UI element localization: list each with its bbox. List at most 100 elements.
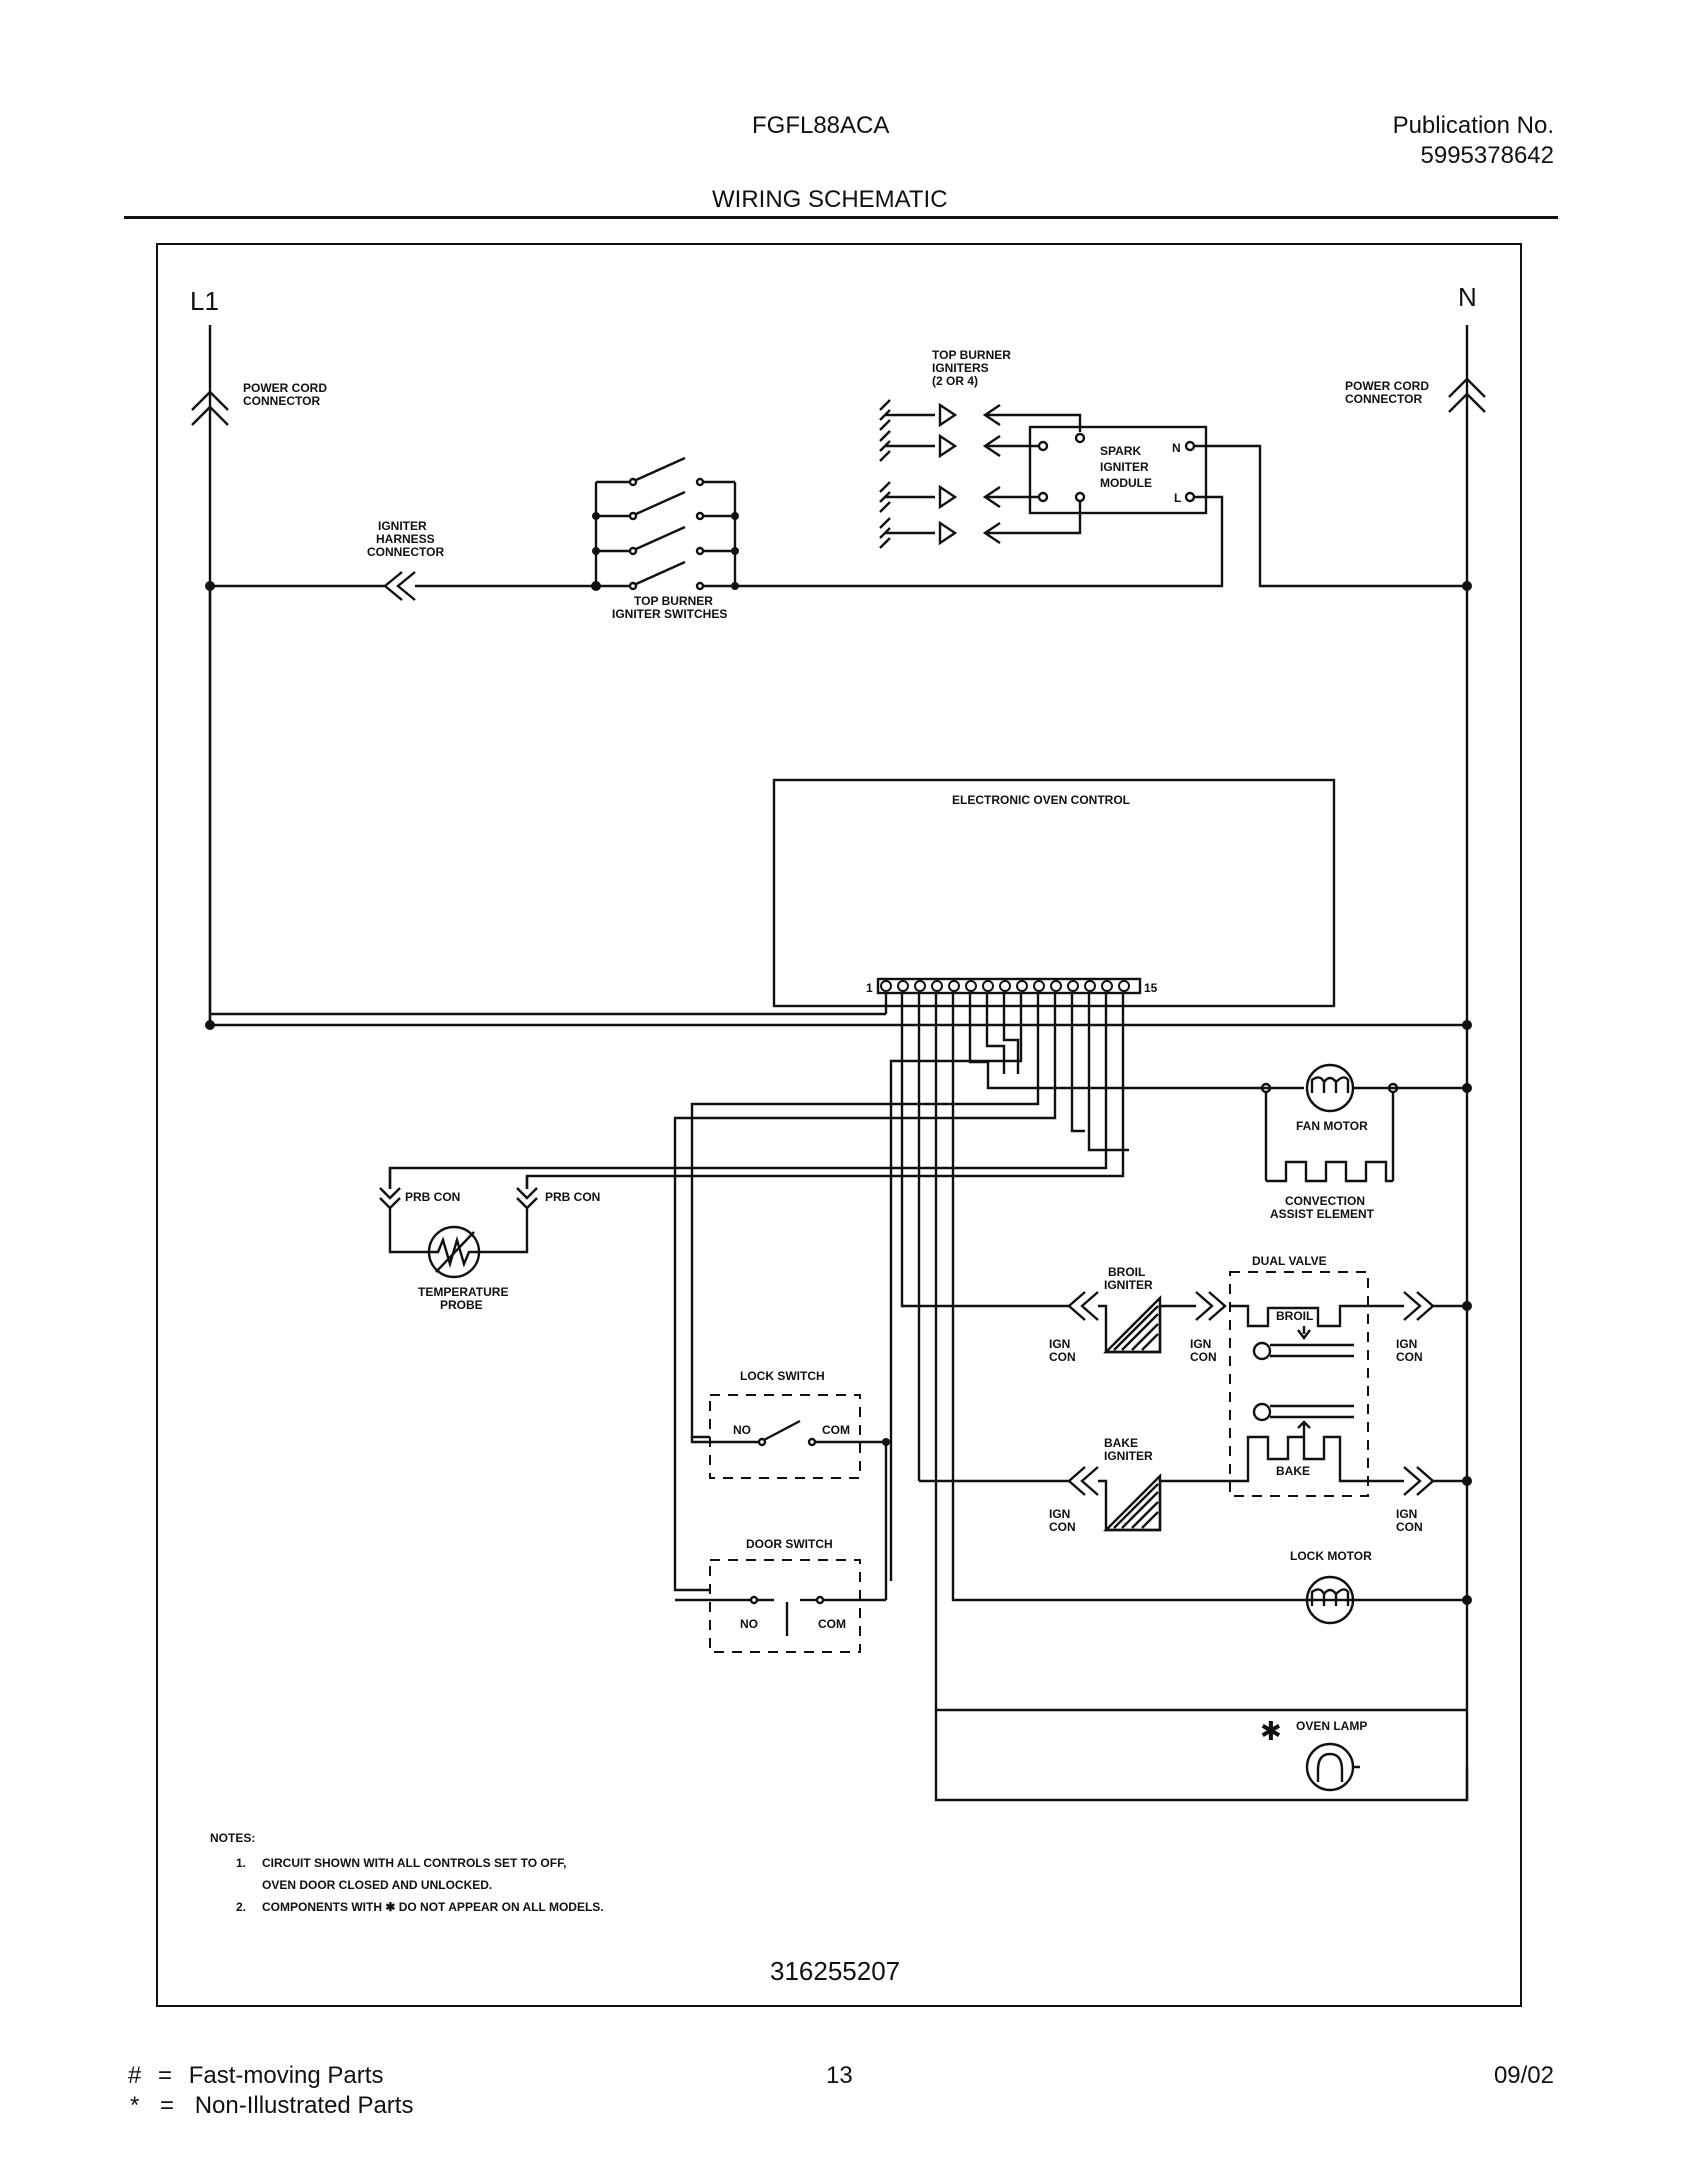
rail-label-l1: L1 <box>190 286 219 316</box>
header-rule <box>124 216 1558 219</box>
control-pin <box>965 980 977 992</box>
svg-text:1: 1 <box>866 981 873 995</box>
notes: NOTES: 1. CIRCUIT SHOWN WITH ALL CONTROL… <box>210 1831 604 1914</box>
control-pin <box>948 980 960 992</box>
svg-text:PRB CON: PRB CON <box>545 1190 600 1204</box>
svg-text:L: L <box>1174 491 1181 505</box>
control-pin <box>999 980 1011 992</box>
control-pin <box>982 980 994 992</box>
legend-text: Fast-moving Parts <box>188 2062 384 2089</box>
control-pin <box>897 980 909 992</box>
svg-text:BROIL: BROIL <box>1108 1265 1145 1279</box>
igniter-switch <box>596 525 735 556</box>
svg-text:POWER CORD: POWER CORD <box>243 381 327 395</box>
svg-text:PRB CON: PRB CON <box>405 1190 460 1204</box>
bake-igniter: BAKE IGNITER IGN CON <box>1049 1436 1230 1534</box>
dual-valve: DUAL VALVE BROIL BAKE <box>1229 1254 1369 1497</box>
svg-text:IGN: IGN <box>1396 1337 1417 1351</box>
n-rail <box>1448 325 1486 1800</box>
svg-text:ELECTRONIC OVEN CONTROL: ELECTRONIC OVEN CONTROL <box>952 793 1130 807</box>
control-harness <box>388 993 1467 1712</box>
legend-row: * = Non-Illustrated Parts <box>130 2092 414 2119</box>
publication-label: Publication No. <box>1392 112 1554 139</box>
svg-text:OVEN LAMP: OVEN LAMP <box>1296 1719 1367 1733</box>
svg-text:PROBE: PROBE <box>440 1298 483 1312</box>
svg-text:COM: COM <box>818 1617 846 1631</box>
svg-text:NO: NO <box>740 1617 758 1631</box>
control-pin <box>1016 980 1028 992</box>
spark-igniter-module: SPARK IGNITER MODULE N L <box>1028 425 1208 515</box>
svg-text:OVEN DOOR CLOSED AND UNLOCKED.: OVEN DOOR CLOSED AND UNLOCKED. <box>262 1878 492 1892</box>
drawing-number: 316255207 <box>770 1956 900 1986</box>
svg-text:DOOR SWITCH: DOOR SWITCH <box>746 1537 833 1551</box>
svg-text:NOTES:: NOTES: <box>210 1831 255 1845</box>
svg-text:2.: 2. <box>236 1900 246 1914</box>
svg-text:CON: CON <box>1049 1520 1076 1534</box>
svg-text:1.: 1. <box>236 1856 246 1870</box>
svg-text:CONNECTOR: CONNECTOR <box>1345 392 1422 406</box>
svg-text:IGN: IGN <box>1049 1507 1070 1521</box>
svg-text:NO: NO <box>733 1423 751 1437</box>
svg-text:BROIL: BROIL <box>1276 1309 1313 1323</box>
legend-symbol: * <box>130 2092 140 2119</box>
svg-text:COM: COM <box>822 1423 850 1437</box>
svg-text:CON: CON <box>1190 1350 1217 1364</box>
svg-text:CON: CON <box>1396 1350 1423 1364</box>
control-pin <box>931 980 943 992</box>
control-pin <box>1067 980 1079 992</box>
svg-text:BAKE: BAKE <box>1104 1436 1138 1450</box>
lock-switch: LOCK SWITCH NO COM <box>690 1369 890 1479</box>
svg-text:FAN MOTOR: FAN MOTOR <box>1296 1119 1368 1133</box>
igniter-circuit: IGNITER HARNESS CONNECTOR <box>205 348 1472 621</box>
svg-text:IGN: IGN <box>1190 1337 1211 1351</box>
svg-text:IGN: IGN <box>1049 1337 1070 1351</box>
top-burner-igniters: TOP BURNER IGNITERS (2 OR 4) <box>879 348 1082 549</box>
door-switch: DOOR SWITCH NO COM <box>675 1442 888 1653</box>
control-pin <box>914 980 926 992</box>
svg-text:LOCK SWITCH: LOCK SWITCH <box>740 1369 825 1383</box>
svg-text:IGNITER: IGNITER <box>1104 1278 1153 1292</box>
power-cord-connector-right-label: POWER CORD CONNECTOR <box>1345 379 1429 406</box>
control-pin <box>1033 980 1045 992</box>
svg-text:CONNECTOR: CONNECTOR <box>367 545 444 559</box>
fan-motor: FAN MOTOR <box>1260 1063 1472 1133</box>
asterisk-icon: ✱ <box>1260 1716 1282 1746</box>
control-pin <box>1101 980 1113 992</box>
temperature-probe: PRB CON PRB CON TEMPERATURE PROBE <box>379 1168 600 1312</box>
svg-text:(2 OR 4): (2 OR 4) <box>932 374 978 388</box>
lock-motor: LOCK MOTOR <box>1290 1549 1472 1625</box>
electronic-oven-control: ELECTRONIC OVEN CONTROL 1 15 <box>772 778 1336 1008</box>
model-number: FGFL88ACA <box>752 112 890 139</box>
svg-text:IGNITERS: IGNITERS <box>932 361 989 375</box>
svg-text:IGNITER: IGNITER <box>1100 460 1149 474</box>
control-pin <box>1084 980 1096 992</box>
svg-text:HARNESS: HARNESS <box>376 532 435 546</box>
svg-text:ASSIST ELEMENT: ASSIST ELEMENT <box>1270 1207 1375 1221</box>
svg-text:DUAL VALVE: DUAL VALVE <box>1252 1254 1327 1268</box>
legend-text: Non-Illustrated Parts <box>194 2092 414 2119</box>
igniter-switch <box>596 490 735 521</box>
svg-text:IGNITER: IGNITER <box>378 519 427 533</box>
oven-lamp: ✱ OVEN LAMP <box>934 1710 1469 1802</box>
svg-text:TOP BURNER: TOP BURNER <box>634 594 713 608</box>
publication-number: 5995378642 <box>1420 142 1554 169</box>
rail-label-n: N <box>1458 282 1477 312</box>
svg-text:TEMPERATURE: TEMPERATURE <box>418 1285 508 1299</box>
valve-connectors: IGN CON IGN CON <box>1368 1291 1472 1534</box>
svg-text:CONNECTOR: CONNECTOR <box>243 394 320 408</box>
page-title: WIRING SCHEMATIC <box>712 186 948 213</box>
svg-text:LOCK MOTOR: LOCK MOTOR <box>1290 1549 1372 1563</box>
page-number: 13 <box>826 2062 853 2089</box>
svg-text:CONVECTION: CONVECTION <box>1285 1194 1365 1208</box>
svg-text:SPARK: SPARK <box>1100 444 1141 458</box>
control-pin <box>1118 980 1130 992</box>
svg-text:N: N <box>1172 441 1181 455</box>
igniter-switch <box>596 456 735 487</box>
legend-row: # = Fast-moving Parts <box>128 2062 384 2089</box>
svg-text:MODULE: MODULE <box>1100 476 1152 490</box>
control-pin <box>1050 980 1062 992</box>
svg-text:COMPONENTS WITH ✱ DO NOT APPEA: COMPONENTS WITH ✱ DO NOT APPEAR ON ALL M… <box>262 1900 604 1914</box>
schematic-frame <box>156 243 1522 2007</box>
svg-text:15: 15 <box>1144 981 1158 995</box>
